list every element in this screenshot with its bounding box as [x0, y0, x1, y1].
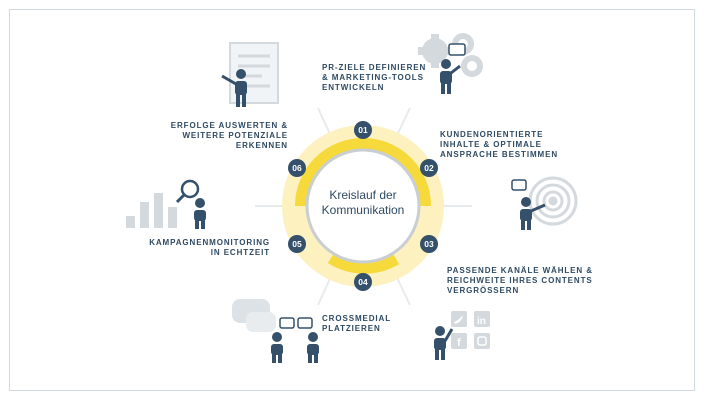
step-badge-05: 05 — [288, 235, 306, 253]
ring-arc-top — [295, 138, 431, 207]
step-number-05: 05 — [292, 239, 302, 249]
social-media-icons: in f — [451, 311, 490, 349]
step-badge-01: 01 — [354, 121, 372, 139]
step-number-06: 06 — [292, 163, 302, 173]
step-number-01: 01 — [358, 125, 368, 135]
step-number-02: 02 — [424, 163, 434, 173]
bar-chart-icon — [126, 193, 177, 228]
chat-bubbles-gray-icon — [232, 299, 276, 332]
cycle-title-line-1: Kreislauf der — [329, 188, 397, 202]
cycle-title: Kreislauf der Kommunikation — [313, 188, 413, 218]
gears-icon — [418, 33, 483, 77]
twitter-icon — [454, 315, 463, 324]
two-people-talking-icon — [271, 317, 319, 363]
step-badge-06: 06 — [288, 159, 306, 177]
step-label-02: KUNDENORIENTIERTE INHALTE & OPTIMALE ANS… — [440, 130, 558, 159]
step-number-03: 03 — [424, 239, 434, 249]
facebook-icon: f — [457, 337, 461, 349]
magnifier-icon — [175, 179, 200, 204]
person-pointing-social-icon — [434, 326, 454, 360]
cycle-title-line-2: Kommunikation — [321, 203, 405, 217]
instagram-icon — [477, 336, 487, 346]
step-label-05: KAMPAGNENMONITORING IN ECHTZEIT — [149, 238, 270, 257]
linkedin-icon: in — [477, 316, 486, 327]
target-icon — [528, 176, 578, 226]
speech-bubble-icon — [448, 43, 466, 56]
step-label-01: PR-ZIELE DEFINIEREN & MARKETING-TOOLS EN… — [322, 63, 427, 92]
step-badge-04: 04 — [354, 273, 372, 291]
step-label-06: ERFOLGE AUSWERTEN & WEITERE POTENZIALE E… — [170, 121, 288, 150]
person-speech-target-icon — [511, 179, 546, 230]
step-label-04: CROSSMEDIAL PLATZIEREN — [322, 314, 392, 333]
person-writing-icon — [221, 69, 247, 107]
center-circle — [305, 148, 421, 264]
step-number-04: 04 — [358, 277, 368, 287]
person-analyzing-icon — [194, 198, 206, 229]
step-label-03: PASSENDE KANÄLE WÄHLEN & REICHWEITE IHRE… — [447, 266, 593, 295]
ring-arc-bottom — [327, 252, 400, 274]
person-presenting-icon — [440, 59, 461, 94]
step-badge-02: 02 — [420, 159, 438, 177]
step-badge-03: 03 — [420, 235, 438, 253]
